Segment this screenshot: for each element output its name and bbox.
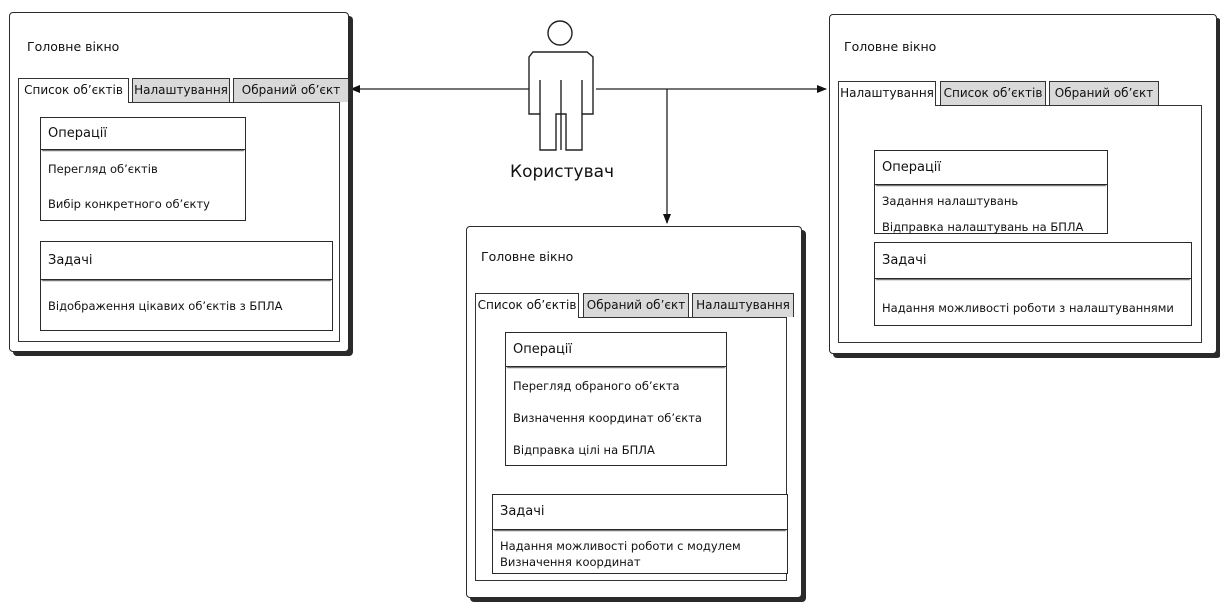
operation-item: Задання налаштувань	[882, 194, 1019, 208]
operation-item: Перегляд об’єктів	[48, 162, 158, 176]
user-label: Користувач	[510, 162, 615, 182]
tab-object-list[interactable]: Список об’єктів	[475, 293, 579, 318]
tasks-box: Задачі Відображення цікавих об’єктів з Б…	[40, 241, 333, 331]
tab-settings[interactable]: Налаштування	[838, 81, 936, 106]
operations-box: Операції Перегляд об’єктів Вибір конкрет…	[40, 117, 246, 221]
operations-box: Операції Задання налаштувань Відправка н…	[874, 150, 1108, 234]
window-title: Головне вікно	[27, 39, 120, 54]
operations-box: Операції Перегляд обраного об’єкта Визна…	[505, 332, 727, 466]
task-item: Надання можливості роботи з налаштування…	[882, 301, 1174, 315]
task-item: Визначення координат	[500, 555, 641, 569]
tasks-title: Задачі	[875, 243, 1191, 279]
tab-settings[interactable]: Налаштування	[132, 78, 230, 102]
window-title: Головне вікно	[481, 249, 574, 264]
tab-panel: Операції Перегляд обраного об’єкта Визна…	[475, 317, 788, 581]
task-item: Надання можливості роботи с модулем	[500, 539, 741, 553]
operation-item: Вибір конкретного об’єкту	[48, 197, 210, 211]
main-window-right: Головне вікно Налаштування Список об’єкт…	[829, 14, 1217, 354]
operations-title: Операції	[41, 118, 245, 150]
operation-item: Перегляд обраного об’єкта	[513, 379, 680, 393]
tab-selected-object[interactable]: Обраний об’єкт	[583, 293, 689, 317]
tasks-box: Задачі Надання можливості роботи з налаш…	[874, 242, 1192, 326]
tab-panel: Операції Задання налаштувань Відправка н…	[838, 105, 1202, 343]
tasks-box: Задачі Надання можливості роботи с модул…	[492, 494, 788, 574]
operations-title: Операції	[506, 333, 726, 367]
tasks-title: Задачі	[493, 495, 787, 530]
tasks-title: Задачі	[41, 242, 332, 280]
tab-selected-object[interactable]: Обраний об’єкт	[1049, 81, 1159, 105]
operation-item: Визначення координат об’єкта	[513, 411, 702, 425]
operations-title: Операції	[875, 151, 1107, 185]
tab-object-list[interactable]: Список об’єктів	[940, 81, 1046, 105]
operation-item: Відправка налаштувань на БПЛА	[882, 220, 1084, 234]
tab-panel: Операції Перегляд об’єктів Вибір конкрет…	[18, 102, 340, 342]
main-window-left: Головне вікно Список об’єктів Налаштуван…	[9, 12, 349, 352]
task-item: Відображення цікавих об’єктів з БПЛА	[48, 299, 283, 313]
window-title: Головне вікно	[844, 39, 937, 54]
tab-settings[interactable]: Налаштування	[692, 293, 794, 317]
tab-object-list[interactable]: Список об’єктів	[18, 78, 129, 103]
main-window-center: Головне вікно Список об’єктів Обраний об…	[466, 226, 802, 598]
user-actor-icon	[528, 20, 594, 151]
tab-selected-object[interactable]: Обраний об’єкт	[233, 78, 349, 102]
operation-item: Відправка цілі на БПЛА	[513, 443, 655, 457]
